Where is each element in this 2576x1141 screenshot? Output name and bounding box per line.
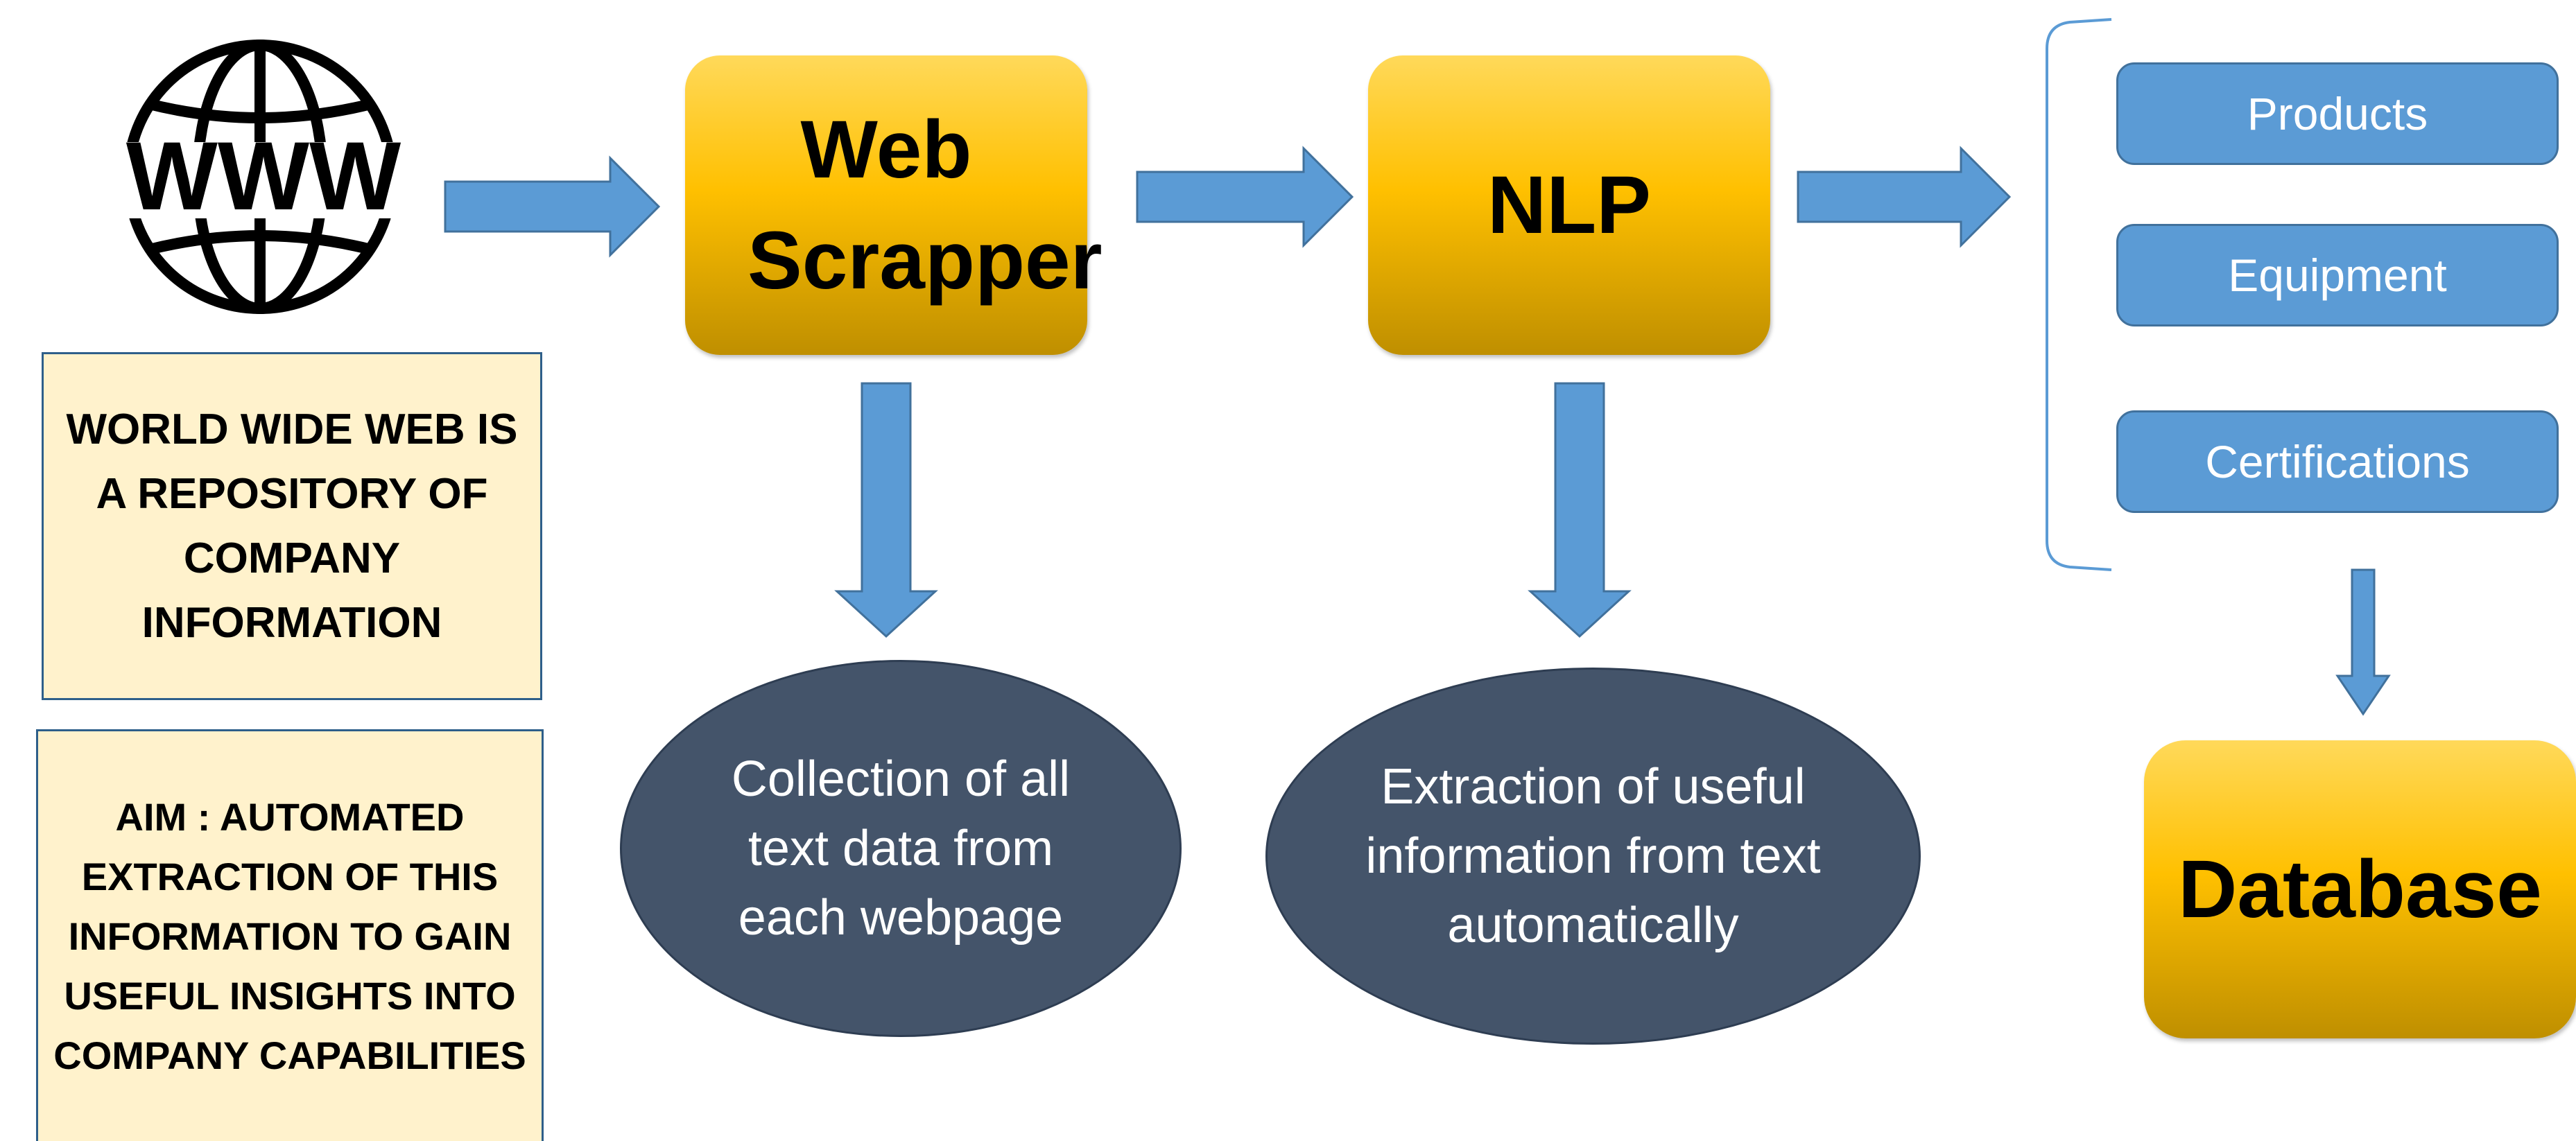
category-equipment: Equipment [2116,224,2559,326]
www-description-text: WORLD WIDE WEB IS A REPOSITORY OF COMPAN… [66,406,518,647]
aim-note: AIM : AUTOMATED EXTRACTION OF THIS INFOR… [36,729,544,1141]
nlp-box: NLP [1368,55,1770,355]
arrow-down-3 [2335,568,2391,716]
extraction-text: Extraction of useful information from te… [1365,759,1821,953]
arrow-right-3 [1797,146,2012,248]
collection-ellipse: Collection of all text data from each we… [620,660,1182,1037]
arrow-down-1 [834,382,938,638]
www-description-note: WORLD WIDE WEB IS A REPOSITORY OF COMPAN… [42,352,542,700]
arrow-down-2 [1528,382,1632,638]
globe-label: WWW [126,121,401,230]
extraction-ellipse: Extraction of useful information from te… [1265,668,1921,1045]
category-products-label: Products [2247,88,2428,139]
nlp-label: NLP [1487,159,1651,251]
collection-text: Collection of all text data from each we… [731,751,1071,946]
www-globe-icon: WWW [97,28,430,333]
aim-text: AIM : AUTOMATED EXTRACTION OF THIS INFOR… [53,794,526,1077]
category-equipment-label: Equipment [2228,250,2447,301]
category-certifications: Certifications [2116,410,2559,513]
arrow-right-1 [444,155,661,258]
database-box: Database [2144,740,2576,1038]
category-products: Products [2116,62,2559,165]
category-bracket [2046,18,2112,571]
web-scrapper-box: Web Scrapper [685,55,1103,355]
category-certifications-label: Certifications [2205,436,2470,487]
database-label: Database [2178,844,2542,935]
web-scrapper-label: Web Scrapper [747,104,1103,306]
arrow-right-2 [1136,146,1354,248]
